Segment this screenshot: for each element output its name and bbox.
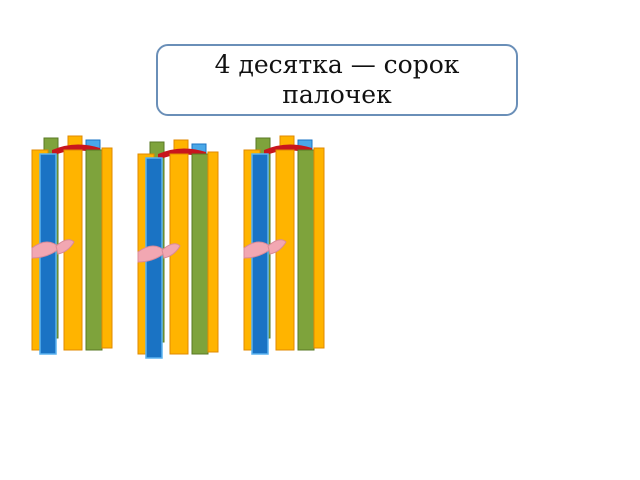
caption-box: 4 десятка — сорок палочек (156, 44, 518, 116)
stick-bundle-icon (31, 135, 113, 355)
caption-text: 4 десятка — сорок палочек (214, 50, 460, 109)
stick-bundle-3 (242, 132, 332, 358)
stick-bundle-1 (30, 132, 120, 358)
stick-bundle-icon (137, 139, 219, 359)
stick-bundle-icon (243, 135, 325, 355)
stick-bundle-2 (136, 136, 226, 362)
